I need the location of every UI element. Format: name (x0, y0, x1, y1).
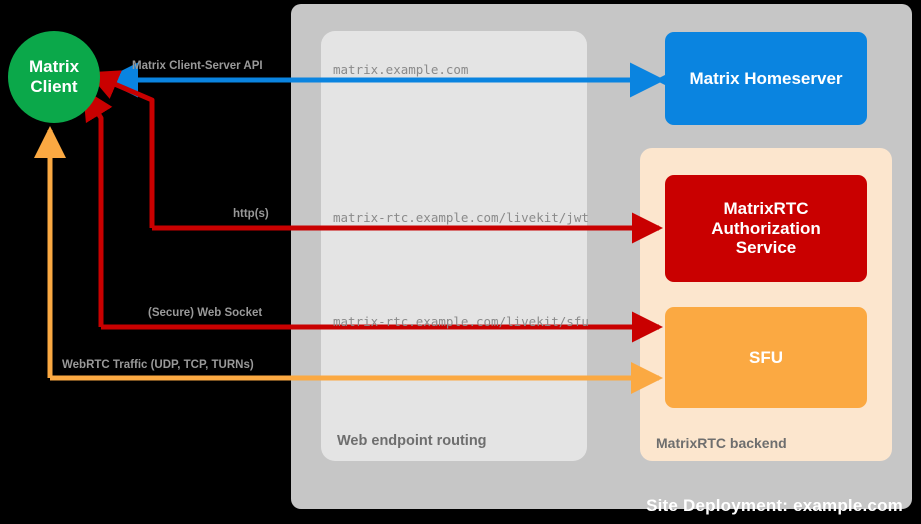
matrix-homeserver-node[interactable]: Matrix Homeserver (665, 32, 867, 125)
edge-label-client-server-api: Matrix Client-Server API (132, 60, 263, 72)
matrixrtc-backend-label: MatrixRTC backend (656, 435, 787, 451)
arrow-https-to-client (87, 70, 155, 228)
sfu-label: SFU (749, 347, 783, 367)
edge-label-https: http(s) (233, 208, 269, 220)
auth-label-line1: MatrixRTC (723, 199, 809, 219)
sfu-node[interactable]: SFU (665, 307, 867, 408)
endpoint-livekit-jwt: matrix-rtc.example.com/livekit/jwt (333, 210, 589, 225)
endpoint-matrix-example-com: matrix.example.com (333, 62, 469, 77)
edge-label-webrtc: WebRTC Traffic (UDP, TCP, TURNs) (62, 359, 254, 371)
endpoint-livekit-sfu: matrix-rtc.example.com/livekit/sfu (333, 314, 589, 329)
matrix-client-node[interactable]: Matrix Client (8, 31, 100, 123)
matrix-client-label-line1: Matrix (28, 56, 80, 76)
web-endpoint-routing-label: Web endpoint routing (337, 433, 487, 449)
auth-label-line2: Authorization (711, 218, 821, 238)
matrixrtc-authorization-service-node[interactable]: MatrixRTC Authorization Service (665, 175, 867, 282)
matrix-client-label-line2: Client (30, 77, 78, 96)
arrow-websocket-to-client (82, 88, 113, 327)
auth-label-line3: Service (735, 238, 797, 258)
web-endpoint-routing-container: Web endpoint routing (321, 31, 587, 461)
site-deployment-label: Site Deployment: example.com (646, 496, 903, 515)
matrix-homeserver-label: Matrix Homeserver (689, 68, 843, 88)
edge-label-websocket: (Secure) Web Socket (148, 307, 263, 319)
